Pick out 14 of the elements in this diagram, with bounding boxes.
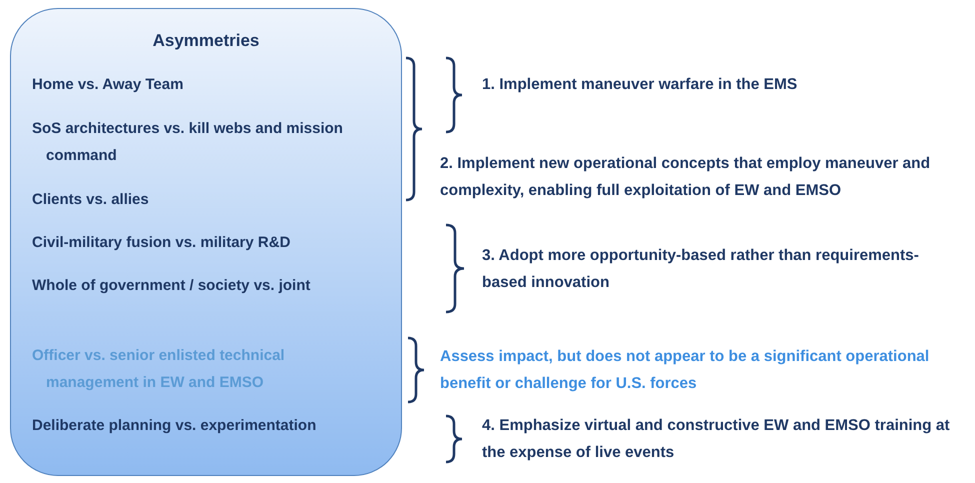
outcome-text: 1. Implement maneuver warfare in the EMS	[482, 75, 798, 95]
outcome-text: 4. Emphasize virtual and constructive EW and EMSO training at the expense of live events	[482, 416, 951, 463]
list-item-text: Officer vs. senior enlisted technical management in EW and EMSO	[32, 342, 366, 396]
list-item-text: Civil-military fusion vs. military R&D	[32, 229, 366, 256]
rounded-panel	[10, 8, 402, 476]
list-item-text: Whole of government / society vs. joint	[32, 272, 366, 299]
list-item-text: SoS architectures vs. kill webs and mission command	[32, 115, 366, 169]
list-item-text: Deliberate planning vs. experimentation	[32, 412, 366, 439]
list-item-text: Clients vs. allies	[32, 186, 366, 213]
outcome-text: 2. Implement new operational concepts that employ maneuver and complexity, enabling full exploitation of EW and EMSO	[440, 154, 932, 201]
outcome-text: Assess impact, but does not appear to be a significant operational benefit or challenge for U.S. forces	[440, 347, 930, 394]
panel-heading: Asymmetries	[152, 31, 260, 51]
outcome-text: 3. Adopt more opportunity-based rather than requirements-based innovation	[482, 246, 920, 293]
list-item-text: Home vs. Away Team	[32, 71, 366, 98]
